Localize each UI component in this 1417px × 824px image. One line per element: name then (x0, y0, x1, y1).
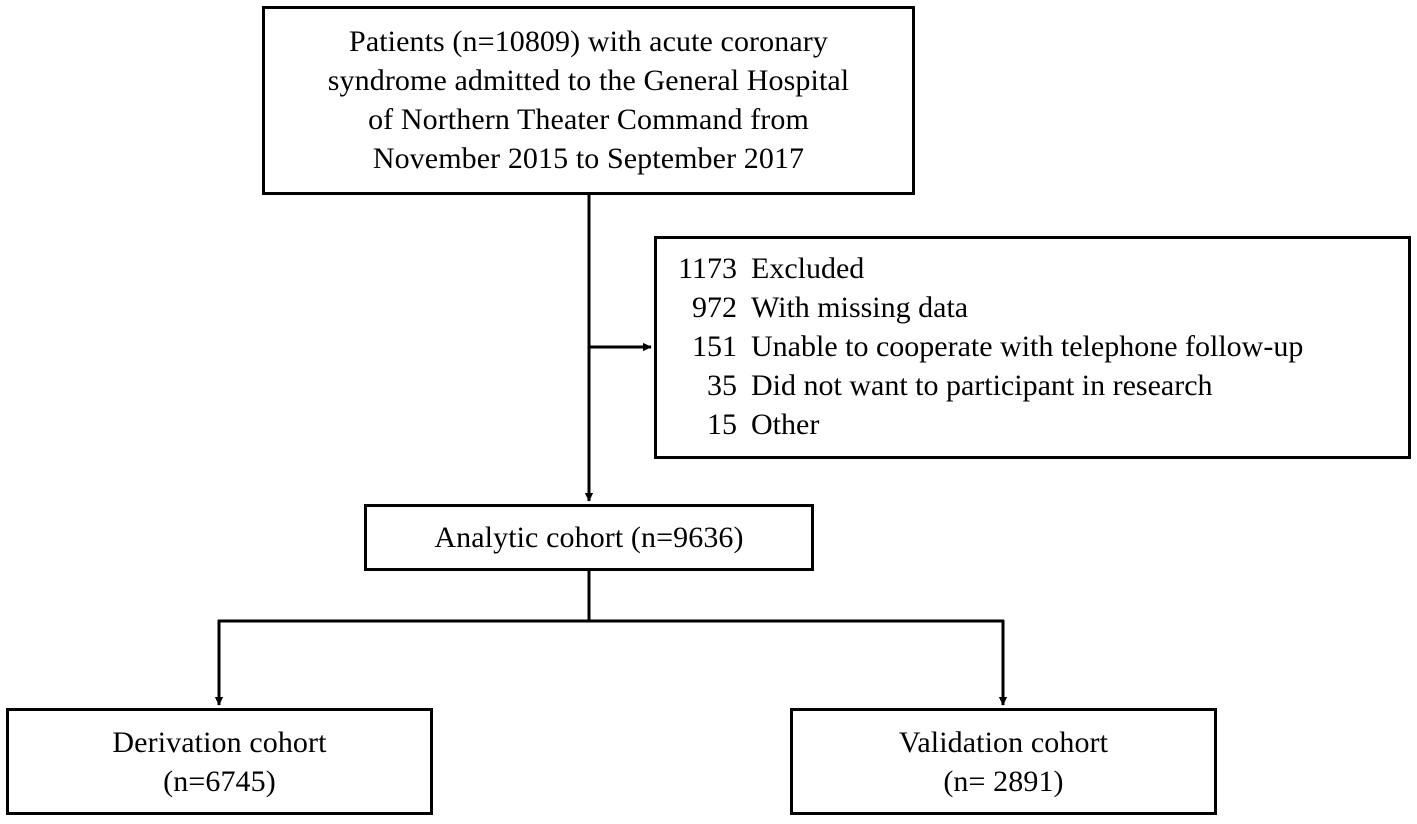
excluded-row: 1173 Excluded (671, 249, 864, 288)
excluded-row: 35 Did not want to participant in resear… (671, 366, 1213, 405)
validation-cohort-count: (n= 2891) (943, 764, 1064, 798)
excluded-count: 151 (692, 330, 737, 363)
derivation-cohort-label: Derivation cohort (112, 725, 327, 759)
excluded-label: Did not want to participant in research (751, 369, 1213, 402)
excluded-row: 15 Other (671, 405, 819, 444)
excluded-label: Unable to cooperate with telephone follo… (751, 330, 1304, 363)
derivation-cohort-box: Derivation cohort (n=6745) (6, 708, 433, 815)
excluded-count: 35 (707, 369, 737, 402)
analytic-cohort-label: Analytic cohort (n=9636) (434, 521, 744, 554)
source-population-box: Patients (n=10809) with acute coronary s… (262, 6, 915, 195)
excluded-count: 1173 (678, 252, 737, 285)
source-population-line-3: of Northern Theater Command from (368, 102, 809, 136)
excluded-row: 151 Unable to cooperate with telephone f… (671, 327, 1303, 366)
excluded-count: 15 (707, 408, 737, 441)
excluded-label: Other (751, 408, 820, 441)
excluded-label: Excluded (751, 252, 865, 285)
excluded-count: 972 (692, 291, 737, 324)
excluded-label: With missing data (751, 291, 969, 324)
source-population-line-1: Patients (n=10809) with acute coronary (349, 24, 828, 58)
derivation-cohort-count: (n=6745) (163, 764, 276, 798)
source-population-line-2: syndrome admitted to the General Hospita… (327, 63, 850, 97)
validation-cohort-label: Validation cohort (898, 725, 1109, 759)
validation-cohort-box: Validation cohort (n= 2891) (790, 708, 1217, 815)
source-population-line-4: November 2015 to September 2017 (372, 141, 805, 175)
analytic-cohort-box: Analytic cohort (n=9636) (364, 504, 814, 571)
excluded-row: 972 With missing data (671, 288, 968, 327)
excluded-box: 1173 Excluded 972 With missing data 151 … (654, 236, 1411, 459)
